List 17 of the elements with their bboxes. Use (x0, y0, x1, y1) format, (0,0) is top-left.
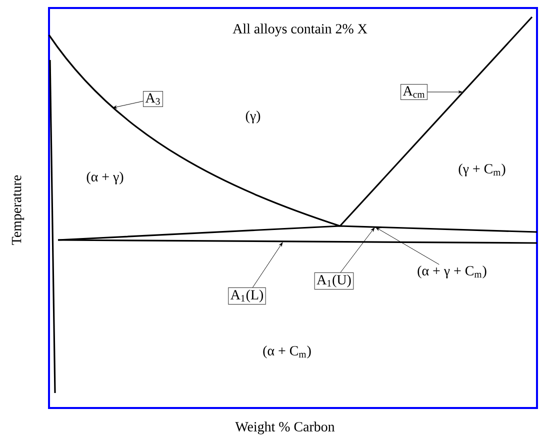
phase-label: (α + C$_{m}$) (262, 344, 312, 360)
phase-boundary (48, 34, 340, 227)
leader-line (340, 228, 375, 273)
phase-label: (γ + C$_{m}$) (457, 162, 507, 178)
label-box: A$_{1}$(U) (314, 272, 354, 290)
label-box: A$_{1}$(L) (228, 287, 266, 305)
leader-line (427, 90, 462, 94)
diagram-title: All alloys contain 2% X (232, 24, 368, 36)
leader-line (112, 100, 144, 108)
phase-boundary (58, 239, 537, 244)
phase-label: (α + γ + C$_{m}$) (416, 264, 488, 280)
leader-line (376, 227, 440, 265)
phase-label: (γ) (244, 110, 262, 124)
axis-label: Weight % Carbon (234, 420, 336, 436)
axis-label: Temperature (10, 174, 26, 246)
phase-label: (α + γ) (85, 170, 125, 186)
leader-line (252, 242, 283, 288)
